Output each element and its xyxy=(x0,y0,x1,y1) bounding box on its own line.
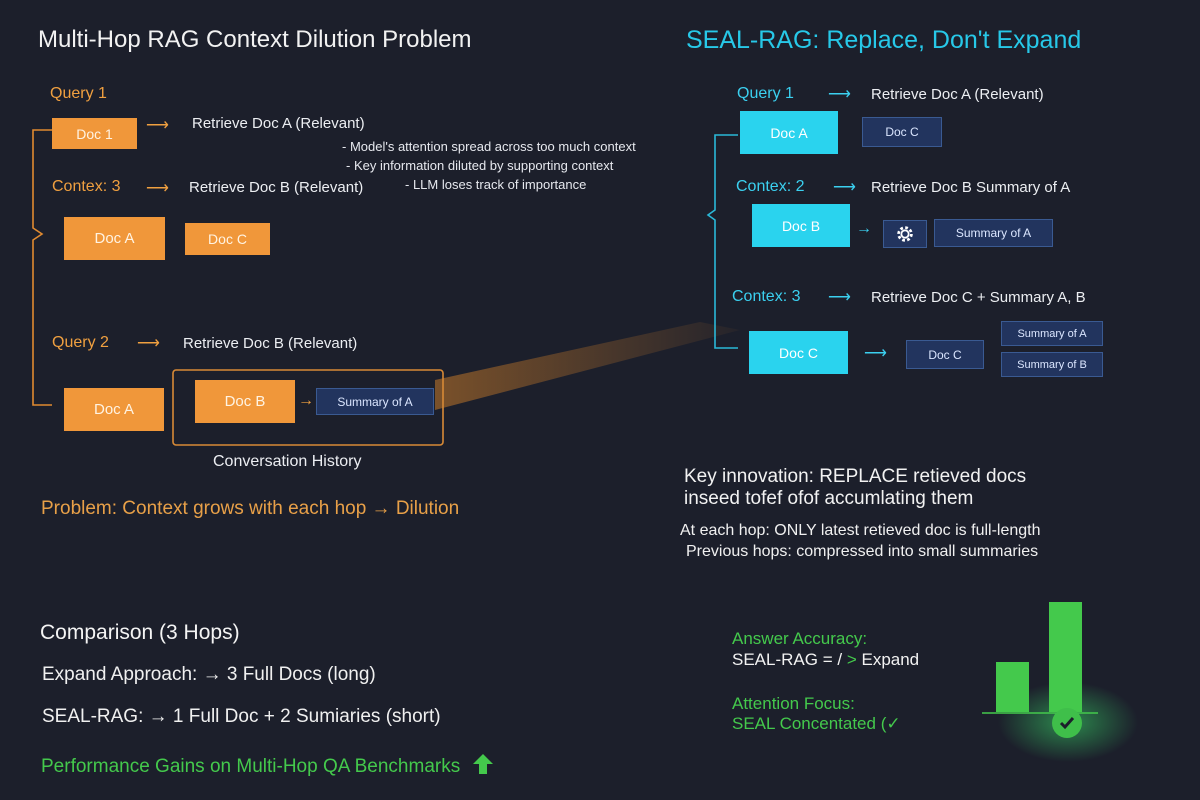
accuracy-gt: > xyxy=(846,650,857,669)
focus-label: Attention Focus: xyxy=(732,694,855,713)
hop-note-1: At each hop: ONLY latest retieved doc is… xyxy=(680,522,1041,539)
left-docA-box: Doc A xyxy=(64,217,165,260)
right-context3-label: Contex: 3 xyxy=(732,288,801,305)
right-docB-box: Doc B xyxy=(752,204,850,247)
right-summaryA-box: Summary of A xyxy=(934,219,1053,247)
accuracy-value: SEAL-RAG = / > Expand xyxy=(732,650,919,670)
right-context2-label: Contex: 2 xyxy=(736,178,805,195)
performance-gains-text: Performance Gains on Multi-Hop QA Benchm… xyxy=(41,756,461,777)
right-docC3-box: Doc C xyxy=(906,340,984,369)
right-retrieve-c: Retrieve Doc C + Summary A, B xyxy=(871,289,1086,306)
history-caption: Conversation History xyxy=(213,453,362,470)
up-arrow-icon xyxy=(472,753,494,781)
left-note-1: - Model's attention spread across too mu… xyxy=(342,139,636,154)
accuracy-label: Answer Accuracy: xyxy=(732,629,868,648)
left-docC-box: Doc C xyxy=(185,223,270,255)
left-query2-label: Query 2 xyxy=(52,334,109,351)
history-frame xyxy=(172,369,444,446)
key-innovation-line2: inseed tofef ofof accumlating them xyxy=(684,488,974,509)
gear-icon xyxy=(883,220,927,248)
accuracy-bar xyxy=(1049,602,1082,712)
hop-note-2: Previous hops: compressed into small sum… xyxy=(686,543,1039,560)
expand-approach: Expand Approach: → 3 Full Docs (long) xyxy=(42,664,376,685)
right-bracket xyxy=(706,134,738,349)
accuracy-bar xyxy=(996,662,1029,712)
left-doc1-box: Doc 1 xyxy=(52,118,137,149)
key-innovation-line1: Key innovation: REPLACE retieved docs xyxy=(684,466,1027,487)
left-context3-label: Contex: 3 xyxy=(52,178,121,195)
accuracy-value-suffix: Expand xyxy=(861,650,920,669)
arrow-icon: → xyxy=(856,220,872,237)
left-retrieve-b2: Retrieve Doc B (Relevant) xyxy=(183,335,358,352)
seal-approach: SEAL-RAG: → 1 Full Doc + 2 Sumiaries (sh… xyxy=(42,706,441,727)
left-docA2-box: Doc A xyxy=(64,388,164,431)
comparison-title: Comparison (3 Hops) xyxy=(40,621,240,644)
left-summaryA-box: Summary of A xyxy=(316,388,434,415)
left-bracket xyxy=(32,129,52,406)
left-retrieve-a: Retrieve Doc A (Relevant) xyxy=(192,115,365,132)
right-query1-label: Query 1 xyxy=(737,85,794,102)
left-note-3: - LLM loses track of importance xyxy=(405,177,587,192)
arrow-icon: ⟶ xyxy=(146,117,169,134)
right-summaryB-box: Summary of B xyxy=(1001,352,1103,377)
performance-gains: Performance Gains on Multi-Hop QA Benchm… xyxy=(41,753,494,781)
right-docC-box: Doc C xyxy=(862,117,942,147)
check-icon xyxy=(1052,708,1082,738)
right-retrieve-b: Retrieve Doc B Summary of A xyxy=(871,179,1071,196)
arrow-icon: ⟶ xyxy=(833,179,856,196)
arrow-icon: ⟶ xyxy=(137,335,160,352)
arrow-icon: → xyxy=(298,392,314,409)
arrow-icon: ⟶ xyxy=(864,345,887,362)
arrow-icon: ⟶ xyxy=(828,86,851,103)
left-title: Multi-Hop RAG Context Dilution Problem xyxy=(38,26,472,53)
light-beam xyxy=(435,322,740,410)
right-docA-box: Doc A xyxy=(740,111,838,154)
left-docB-box: Doc B xyxy=(195,380,295,423)
accuracy-value-prefix: SEAL-RAG = / xyxy=(732,650,843,669)
arrow-icon: ⟶ xyxy=(828,289,851,306)
right-retrieve-a: Retrieve Doc A (Relevant) xyxy=(871,86,1044,103)
problem-statement: Problem: Context grows with each hop → D… xyxy=(41,498,460,519)
arrow-icon: ⟶ xyxy=(146,180,169,197)
right-summaryA2-box: Summary of A xyxy=(1001,321,1103,346)
focus-value: SEAL Concentated (✓ xyxy=(732,714,901,733)
left-retrieve-b1: Retrieve Doc B (Relevant) xyxy=(189,179,364,196)
left-note-2: - Key information diluted by supporting … xyxy=(346,158,614,173)
left-query1-label: Query 1 xyxy=(50,85,107,102)
right-title: SEAL-RAG: Replace, Don't Expand xyxy=(686,26,1082,54)
right-docC2-box: Doc C xyxy=(749,331,848,374)
